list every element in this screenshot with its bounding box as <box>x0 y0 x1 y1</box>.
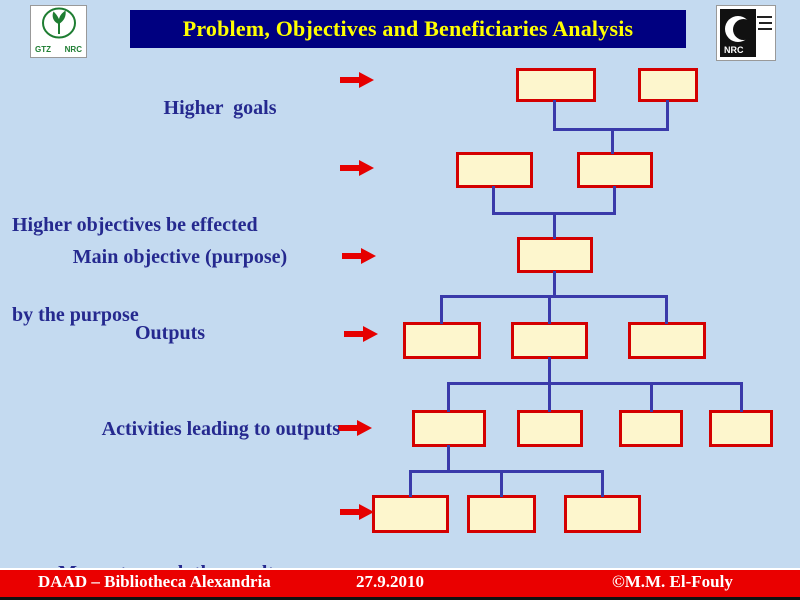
tree-box <box>511 322 588 359</box>
tree-box <box>517 410 583 447</box>
label-activities: Activities leading to outputs <box>101 418 340 440</box>
gtz-label: GTZ <box>35 45 51 54</box>
nrc-label: NRC <box>724 45 744 55</box>
footer-author-text: ©M.M. El-Fouly <box>612 572 733 591</box>
crescent-emblem-icon: NRC <box>720 9 756 57</box>
connector-line <box>548 357 551 382</box>
connector-line <box>447 382 743 385</box>
tree-box <box>709 410 773 447</box>
connector-line <box>548 382 551 412</box>
connector-line <box>492 186 495 212</box>
tree-box <box>467 495 536 533</box>
connector-line <box>601 470 604 497</box>
label-higher-objectives-line1: Higher objectives be effected <box>12 214 258 236</box>
tree-box <box>517 237 593 273</box>
connector-line <box>440 295 443 324</box>
tree-box <box>628 322 706 359</box>
arabic-text-line <box>759 22 772 24</box>
arabic-text-line <box>757 16 772 18</box>
tree-box <box>412 410 486 447</box>
red-arrow-icon <box>338 420 372 436</box>
tree-emblem-icon <box>41 7 76 39</box>
crescent-shape-cut <box>733 19 754 40</box>
connector-line <box>553 212 556 239</box>
footer-date-text: 27.9.2010 <box>356 572 424 591</box>
connector-line <box>666 100 669 128</box>
connector-line <box>553 271 556 295</box>
label-outputs: Outputs <box>134 322 206 344</box>
tree-box <box>456 152 533 188</box>
title-bar: Problem, Objectives and Beneficiaries An… <box>130 10 686 48</box>
arabic-text-line <box>758 28 772 30</box>
connector-line <box>613 186 616 212</box>
connector-line <box>409 470 604 473</box>
connector-line <box>553 100 556 128</box>
gtz-nrc-logo: GTZ NRC <box>30 5 87 58</box>
tree-box <box>403 322 481 359</box>
red-arrow-icon <box>340 160 374 176</box>
label-higher-goals: Higher goals <box>163 97 277 119</box>
tree-box <box>577 152 653 188</box>
label-main-objective: Main objective (purpose) <box>72 246 288 268</box>
label-higher-objectives: Higher objectives be effected by the pur… <box>12 150 342 390</box>
red-arrow-icon <box>342 248 376 264</box>
slide-title: Problem, Objectives and Beneficiaries An… <box>182 16 634 41</box>
connector-line <box>665 295 668 324</box>
connector-line <box>447 382 450 412</box>
nrc-small-label: NRC <box>64 45 82 54</box>
connector-line <box>440 295 668 298</box>
tree-box <box>564 495 641 533</box>
red-arrow-icon <box>344 326 378 342</box>
footer-left-text: DAAD – Bibliotheca Alexandria <box>38 572 271 591</box>
tree-box <box>372 495 449 533</box>
connector-line <box>447 445 450 470</box>
connector-line <box>548 295 551 324</box>
connector-line <box>500 470 503 497</box>
red-arrow-icon <box>340 72 374 88</box>
connector-line <box>611 128 614 154</box>
label-higher-objectives-line2: by the purpose <box>12 304 139 326</box>
connector-line <box>650 382 653 412</box>
tree-box <box>516 68 596 102</box>
connector-line <box>409 470 412 497</box>
tree-box <box>619 410 683 447</box>
nrc-logo: NRC <box>716 5 776 61</box>
logo-left-text: GTZ NRC <box>31 45 86 54</box>
tree-box <box>638 68 698 102</box>
connector-line <box>740 382 743 412</box>
red-arrow-icon <box>340 504 374 520</box>
footer-bar: DAAD – Bibliotheca Alexandria 27.9.2010 … <box>0 568 800 600</box>
